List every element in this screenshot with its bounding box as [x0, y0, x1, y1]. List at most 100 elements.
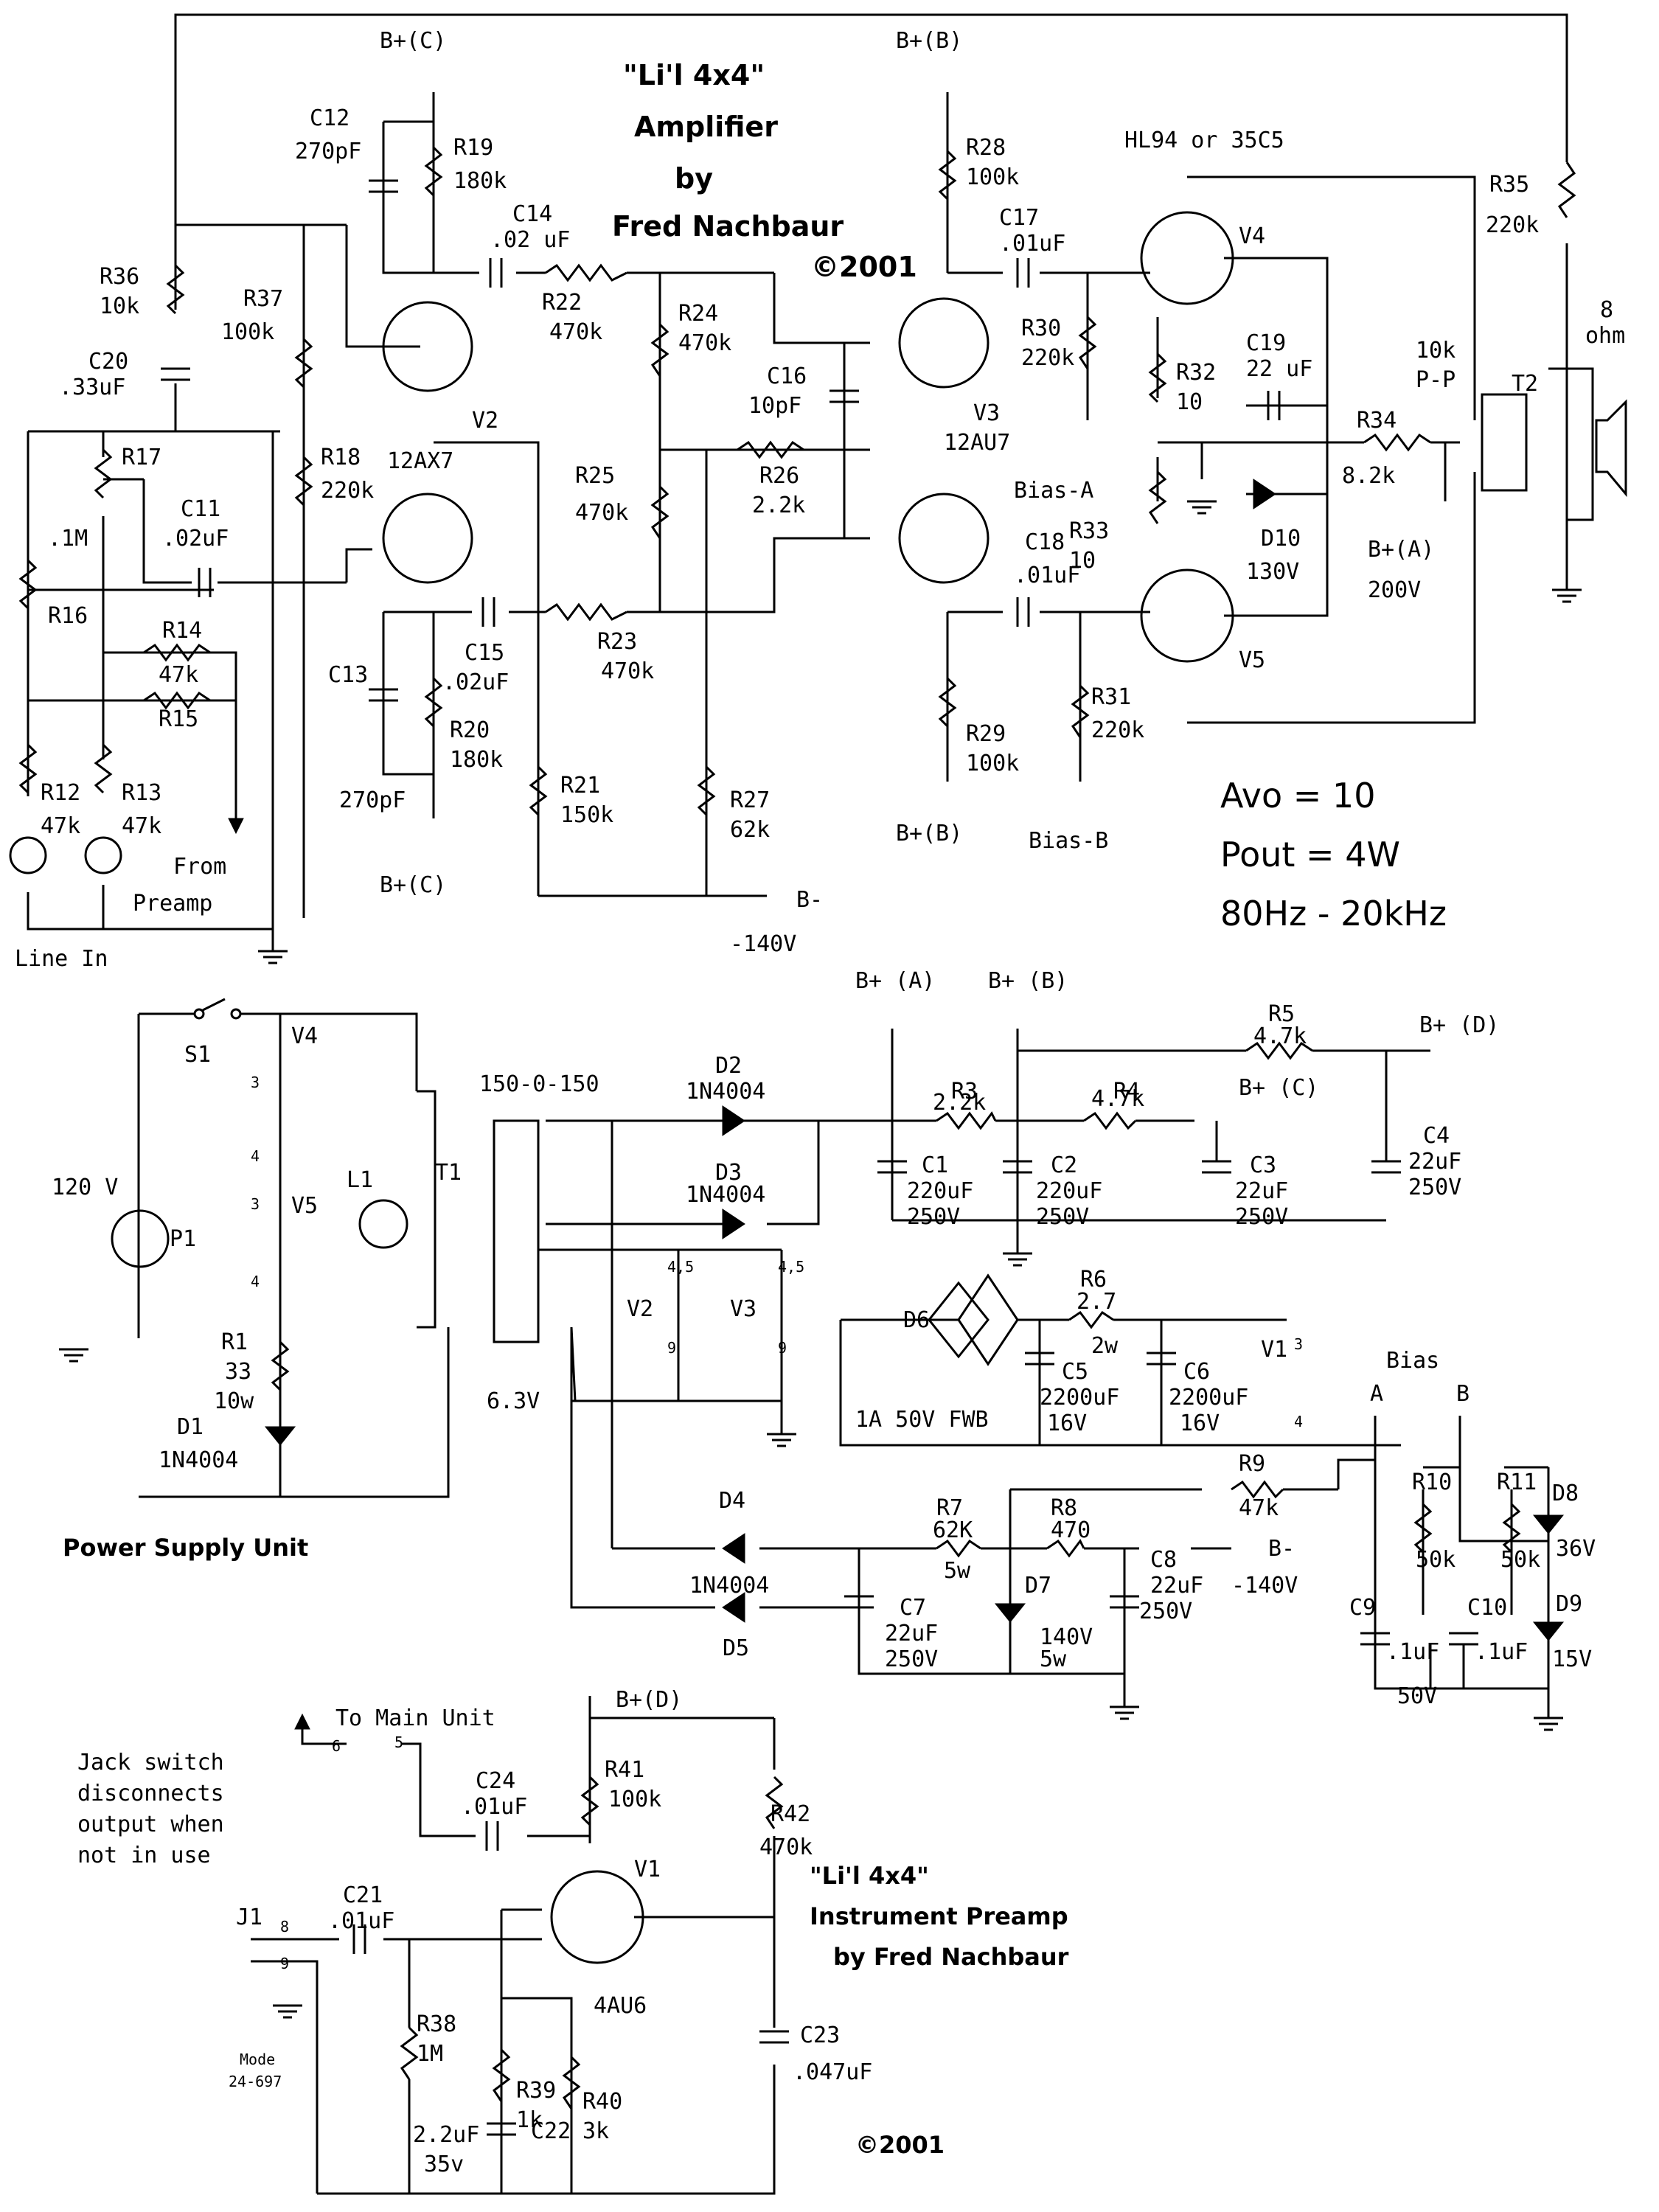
pin-label: 3: [251, 1195, 260, 1213]
component-r11-label: 50k: [1500, 1547, 1540, 1573]
label-t1-sec: 150-0-150: [479, 1071, 599, 1097]
component-r8-label: R8: [1051, 1495, 1077, 1521]
resistor-r31: [1071, 684, 1090, 738]
label-v2-type: 12AX7: [387, 448, 453, 474]
component-r14-label: 47k: [159, 662, 198, 688]
component-r34-label: 8.2k: [1342, 463, 1395, 489]
label-bias-a: Bias-A: [1014, 478, 1093, 504]
designator-v5: V5: [1239, 647, 1265, 673]
component-r8-label: 470: [1051, 1517, 1091, 1543]
diode-d3: [722, 1208, 745, 1239]
label-bplus-c-top: B+(C): [380, 28, 446, 54]
component-c6-label: 2200uF: [1169, 1385, 1248, 1411]
component-r12-label: 47k: [41, 813, 80, 839]
component-c12-label: C12: [310, 105, 349, 131]
component-r16-label: .1M: [48, 526, 88, 552]
component-r31-label: R31: [1091, 684, 1131, 710]
component-d4-label: D4: [719, 1488, 745, 1514]
component-d6-label: D6: [903, 1307, 930, 1333]
component-r26-label: R26: [759, 463, 799, 489]
component-c19-label: 22 uF: [1246, 356, 1312, 382]
power-supply-title: Power Supply Unit: [63, 1534, 308, 1562]
component-r1-label: 33: [225, 1359, 251, 1385]
designator-v3p: V3: [730, 1296, 757, 1322]
tube-v5: [1140, 568, 1234, 663]
label-bplusa-1: B+(A): [1368, 537, 1434, 563]
to-main-unit-arrow: [294, 1713, 310, 1730]
resistor-r14: [143, 643, 211, 662]
component-c14-label: C14: [512, 201, 552, 227]
component-r36-label: R36: [100, 264, 139, 290]
wiring: [27, 13, 1594, 2195]
resistor-r1: [271, 1340, 290, 1391]
label-v3-type: 12AU7: [944, 430, 1010, 456]
resistor-r8: [1046, 1539, 1085, 1558]
designator-l1: L1: [347, 1167, 373, 1193]
ground-symbol: [258, 950, 288, 964]
label-bplus-c-bot: B+(C): [380, 872, 446, 898]
label-ps-bminus-1: B-: [1268, 1536, 1295, 1562]
component-r20-label: R20: [450, 717, 490, 743]
component-r34-label: R34: [1357, 408, 1397, 434]
tube-v1-preamp: [550, 1870, 644, 1964]
tube-v3-upper: [898, 297, 990, 389]
resistor-r3: [936, 1111, 997, 1130]
resistor-r39: [492, 2048, 511, 2102]
component-symbols: [9, 146, 1627, 2136]
label-ps-bplus-d: B+ (D): [1419, 1012, 1499, 1038]
component-c7-label: C7: [900, 1595, 926, 1621]
bridge-rectifier-d6: [928, 1281, 990, 1359]
capacitor-c18: [1016, 597, 1030, 627]
component-r21-label: R21: [560, 773, 600, 799]
component-r33-label: 10: [1069, 548, 1096, 574]
component-r35-label: 220k: [1486, 212, 1539, 238]
component-r4-label: R4: [1113, 1079, 1140, 1105]
from-preamp-arrow: [228, 818, 244, 835]
component-r37-label: R37: [243, 286, 283, 312]
component-d2-label: 1N4004: [686, 1079, 765, 1105]
label-tube-type-out: HL94 or 35C5: [1124, 128, 1284, 153]
capacitor-c15: [481, 597, 495, 627]
component-r13-label: 47k: [122, 813, 161, 839]
component-c2-label: 250V: [1036, 1204, 1089, 1230]
component-c6-label: C6: [1183, 1359, 1210, 1385]
resistor-r41: [580, 1775, 599, 1826]
component-r22-label: R22: [542, 290, 582, 316]
component-r30-label: 220k: [1021, 345, 1074, 371]
component-r33-label: R33: [1069, 518, 1109, 544]
component-r6-label: 2.7: [1077, 1289, 1116, 1315]
ground-symbol: [1534, 1717, 1563, 1731]
component-r36-label: 10k: [100, 293, 139, 319]
potentiometer-r11: [1502, 1503, 1521, 1554]
component-r22-label: 470k: [549, 319, 602, 345]
tube-v3-lower: [898, 493, 990, 584]
diode-d5: [722, 1592, 745, 1623]
resistor-r22: [545, 263, 627, 282]
capacitor-c7: [844, 1595, 874, 1609]
component-r14-label: R14: [162, 618, 202, 644]
component-r1-label: 10w: [214, 1388, 254, 1414]
capacitor-c10: [1449, 1632, 1478, 1646]
capacitor-c23: [759, 2030, 789, 2044]
label-t2-2: P-P: [1416, 367, 1455, 393]
preamp-title-1: "Li'l 4x4": [810, 1862, 929, 1890]
resistor-r23: [545, 602, 627, 622]
component-r35-label: R35: [1489, 172, 1529, 198]
component-r19-label: R19: [453, 135, 493, 161]
component-r32-label: 10: [1176, 389, 1203, 415]
label-bplus-b-top: B+(B): [896, 28, 962, 54]
label-mains: 120 V: [52, 1175, 118, 1200]
resistor-r40: [562, 2056, 581, 2110]
component-r28-label: 100k: [966, 164, 1019, 190]
component-c13-label: 270pF: [339, 787, 406, 813]
label-t1-fil: 6.3V: [487, 1388, 540, 1414]
capacitor-c8: [1110, 1595, 1139, 1609]
component-r27-label: 62k: [730, 817, 770, 843]
capacitor-c20: [161, 367, 190, 381]
component-r18-label: 220k: [321, 478, 374, 504]
component-c13-label: C13: [328, 662, 368, 688]
capacitor-c11: [198, 568, 212, 597]
component-r38-label: R38: [417, 2011, 456, 2037]
ground-symbol: [1003, 1252, 1032, 1267]
